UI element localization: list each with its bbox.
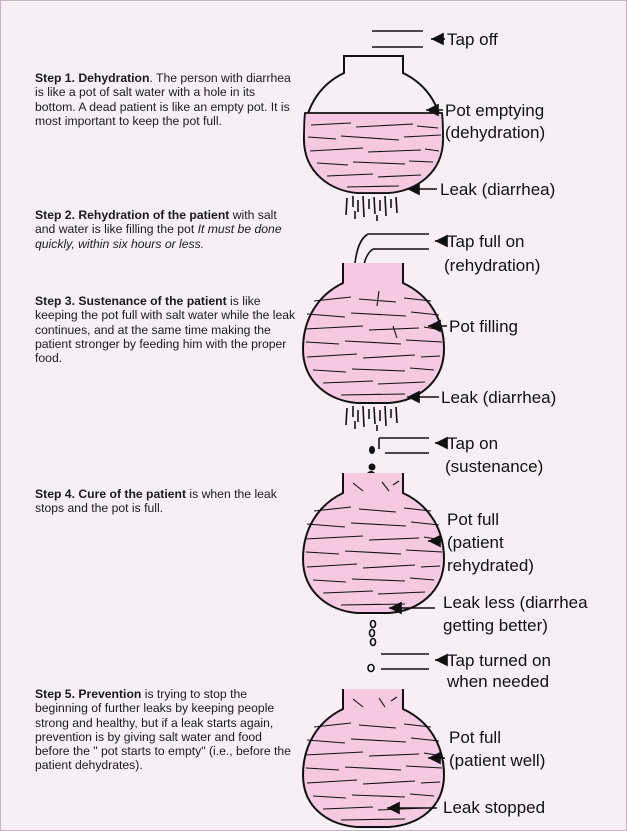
step-4-text: Step 4. Cure of the patient is when the … — [35, 487, 297, 516]
tap-4-pipes — [381, 654, 429, 669]
tap-3-pipes — [379, 438, 429, 453]
label-leak-stopped: Leak stopped — [443, 797, 545, 818]
label-leak-1: Leak (diarrhea) — [440, 179, 555, 200]
label-pot-full-1-sub: (patient — [447, 532, 504, 553]
pot-4-well — [303, 654, 447, 827]
step-3-heading: Step 3. Sustenance of the patient — [35, 294, 227, 308]
pot-2-leak-drops — [346, 406, 397, 431]
label-pot-emptying: Pot emptying — [445, 100, 544, 121]
label-leak-2: Leak (diarrhea) — [441, 387, 556, 408]
label-pot-full-2-sub: (patient well) — [449, 750, 545, 771]
step-1-text: Step 1. Dehydration. The person with dia… — [35, 71, 297, 128]
pot-1-emptying — [304, 31, 445, 221]
label-tap-full-on: Tap full on — [447, 231, 525, 252]
pot-1-water — [304, 113, 443, 193]
step-4-heading: Step 4. Cure of the patient — [35, 487, 186, 501]
step-5-text: Step 5. Prevention is trying to stop the… — [35, 687, 297, 773]
pot-3-leak-drops — [370, 621, 376, 646]
tap-4-drop — [368, 665, 374, 672]
pot-3-full — [303, 438, 447, 646]
pot-2-filling — [303, 234, 447, 431]
step-1-heading: Step 1. Dehydration — [35, 71, 149, 85]
label-tap-full-on-sub: (rehydration) — [444, 255, 540, 276]
label-pot-emptying-sub: (dehydration) — [445, 122, 545, 143]
step-2-text: Step 2. Rehydration of the patient with … — [35, 208, 297, 251]
pot-4-body — [303, 689, 444, 827]
label-pot-full-1: Pot full — [447, 509, 499, 530]
label-tap-when-needed: Tap turned on — [447, 650, 551, 671]
label-leak-less: Leak less (diarrhea — [443, 592, 588, 613]
tap-1-pipes — [372, 31, 423, 47]
label-leak-less-sub: getting better) — [443, 615, 548, 636]
step-3-text: Step 3. Sustenance of the patient is lik… — [35, 294, 297, 365]
step-5-heading: Step 5. Prevention — [35, 687, 141, 701]
step-2-heading: Step 2. Rehydration of the patient — [35, 208, 229, 222]
label-tap-when-needed-sub: when needed — [447, 671, 549, 692]
label-pot-filling: Pot filling — [449, 316, 518, 337]
label-tap-on-sub: (sustenance) — [445, 456, 543, 477]
label-tap-on: Tap on — [447, 433, 498, 454]
label-pot-full-2: Pot full — [449, 727, 501, 748]
label-tap-off: Tap off — [447, 29, 498, 50]
label-pot-full-1-sub2: rehydrated) — [447, 555, 534, 576]
pot-1-leak-drops — [346, 196, 397, 221]
